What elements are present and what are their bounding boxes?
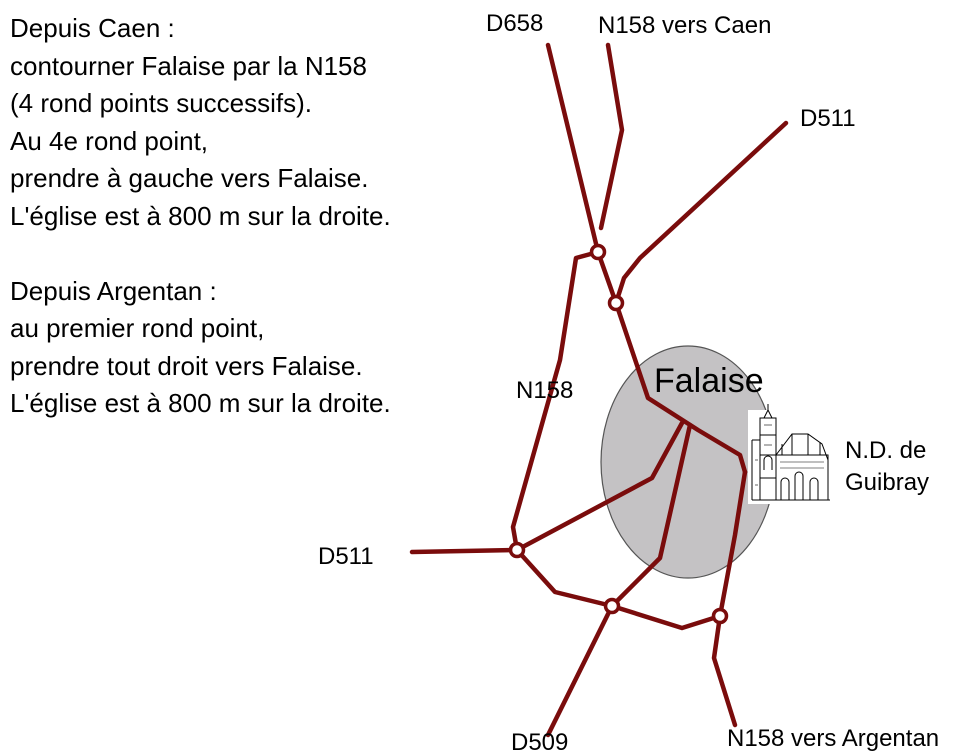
roundabout-icon [508,541,526,559]
roads [409,42,789,738]
roundabout-icon [603,597,621,615]
road-d511-northeast [613,120,789,306]
road-label-d511-w: D511 [318,543,374,570]
road-label-d658: D658 [486,10,543,37]
roundabouts [508,243,729,625]
road-into-town [613,300,748,475]
church-icon [748,404,830,504]
directions-text: Depuis Caen : contourner Falaise par la … [10,10,391,423]
road-n158-north [598,42,625,231]
road-town-r4 [609,422,693,609]
from-caen-line: contourner Falaise par la N158 [10,50,367,81]
road-label-n158-caen: N158 vers Caen [598,12,771,39]
from-caen-line: L'église est à 800 m sur la droite. [10,200,391,231]
road-n158-south [711,613,738,728]
town-label: Falaise [654,362,764,400]
road-d658 [545,42,601,255]
road-r3-r4 [514,547,615,609]
road-label-d511-ne: D511 [800,105,856,132]
road-label-d509: D509 [511,729,568,756]
church-label: N.D. de [845,437,926,464]
roundabout-icon [607,294,625,312]
from-caen-line: prendre à gauche vers Falaise. [10,163,369,193]
road-label-n158-argentan: N158 vers Argentan [727,725,939,752]
road-town-r5 [717,469,748,619]
from-caen-heading: Depuis Caen : [10,13,175,43]
from-argentan-line: au premier rond point, [10,313,265,343]
road-d509 [545,603,615,738]
roundabout-icon [711,607,729,625]
road-r3-town [514,420,685,553]
from-argentan-line: prendre tout droit vers Falaise. [10,350,363,381]
road-n158-bypass [510,249,601,553]
from-caen-line: (4 rond points successifs). [10,88,313,118]
from-argentan-heading: Depuis Argentan : [10,275,217,306]
from-argentan-line: L'église est à 800 m sur la droite. [10,388,391,418]
from-caen-line: Au 4e rond point, [10,125,209,156]
church-label: Guibray [845,469,929,496]
roundabout-icon [589,243,607,261]
road-d511-west [409,547,520,555]
road-label-n158: N158 [516,377,573,404]
road-r1-r2 [595,249,619,306]
road-r4-r5 [609,603,723,631]
